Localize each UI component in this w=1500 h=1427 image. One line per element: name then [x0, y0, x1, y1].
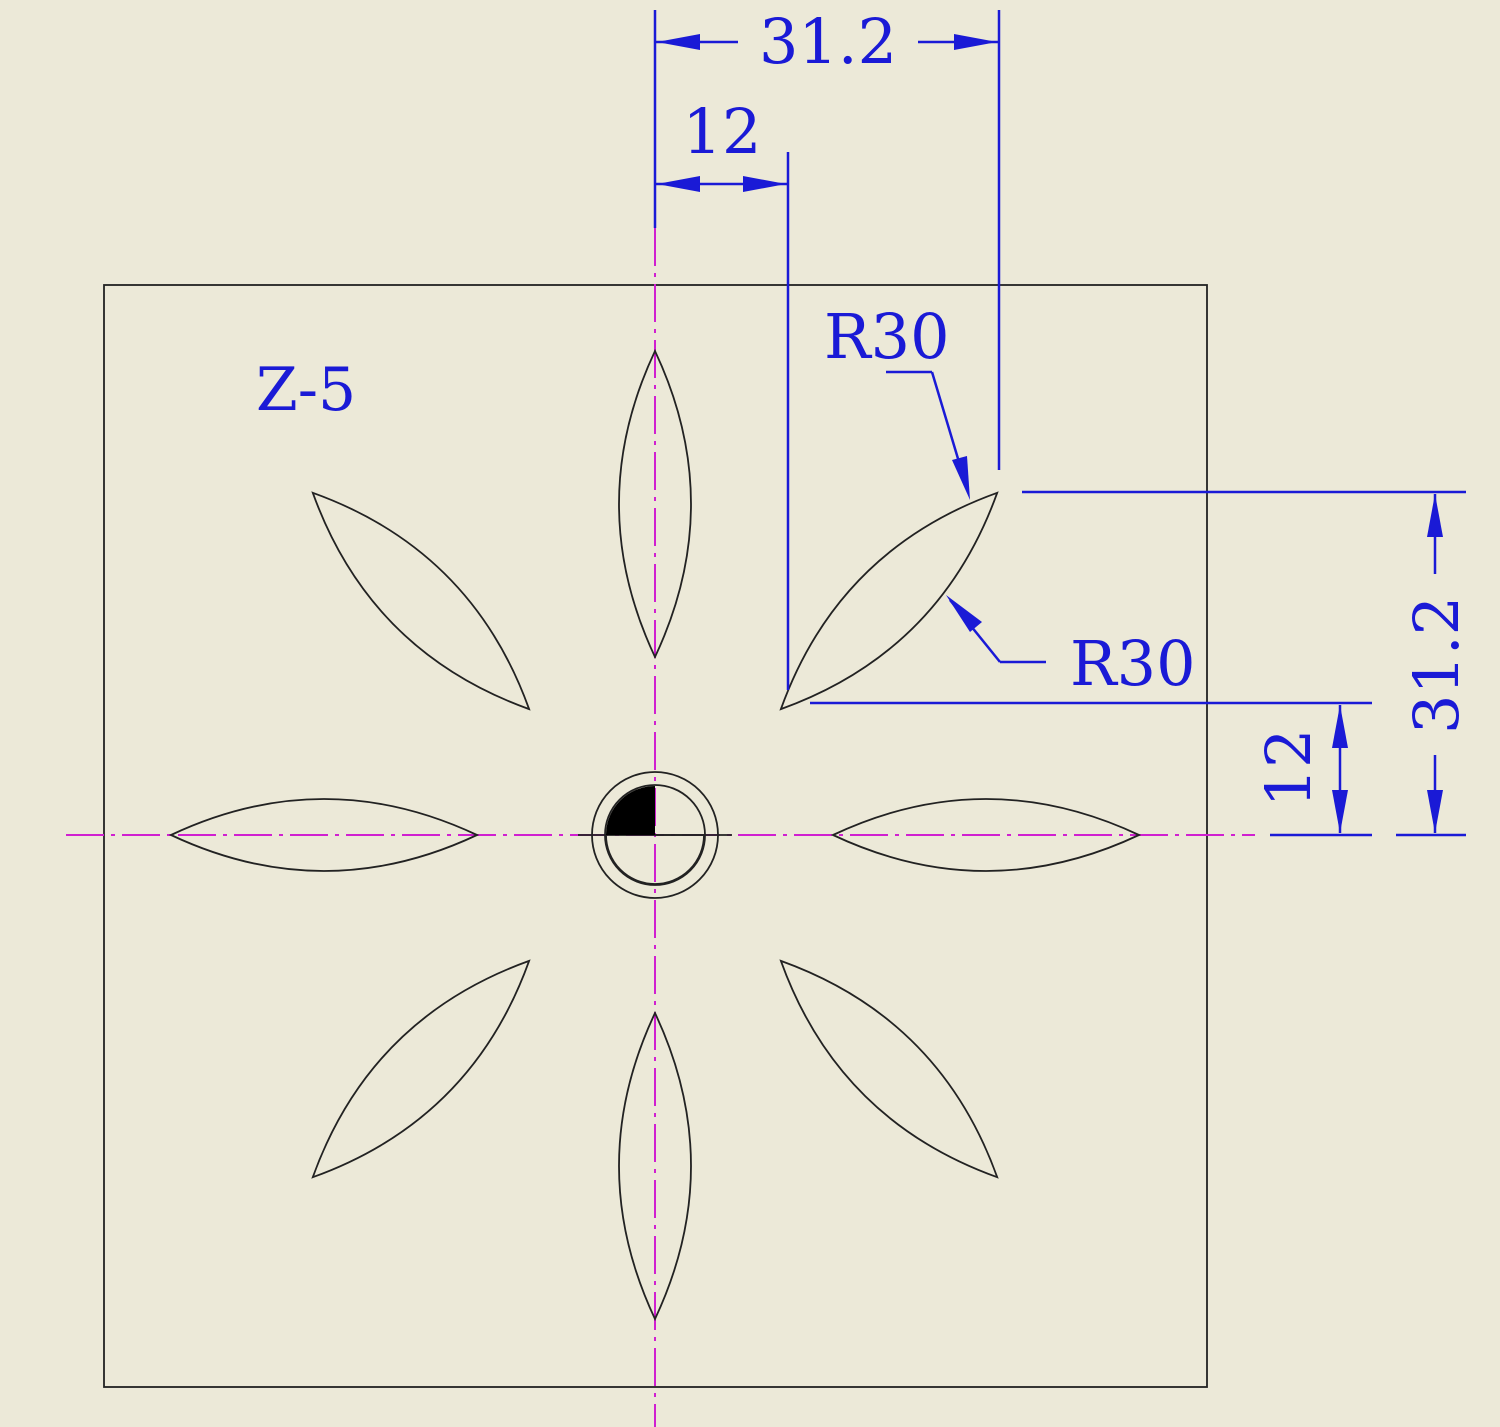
petal-slot: [311, 491, 531, 711]
petal-group: [168, 348, 1142, 1322]
petal-slot: [830, 798, 1142, 872]
part-label: Z-5: [256, 355, 356, 425]
dim-right-offset-text: 12: [1252, 729, 1325, 808]
petal-slot: [311, 959, 531, 1179]
dim-right-overall: 31.2: [1400, 494, 1473, 833]
petal-slot: [168, 798, 480, 872]
origin-marker: [606, 786, 655, 835]
dim-top-offset: 12: [655, 95, 790, 690]
petal-slot: [779, 491, 999, 711]
dim-top-overall: 31.2: [653, 5, 1001, 470]
dim-right-overall-text: 31.2: [1400, 596, 1473, 734]
petal-slot: [618, 1010, 692, 1322]
dim-top-offset-text: 12: [683, 95, 762, 168]
radius-callout-upper: R30: [824, 300, 970, 500]
dim-top-overall-text: 31.2: [759, 5, 897, 78]
radius-upper-text: R30: [824, 300, 950, 373]
dim-right-offset: 12: [1252, 705, 1348, 833]
radius-lower-text: R30: [1070, 627, 1196, 700]
petal-slot: [779, 959, 999, 1179]
radius-callout-lower: R30: [946, 595, 1196, 700]
petal-slot: [618, 348, 692, 660]
center-hole: [578, 771, 732, 899]
